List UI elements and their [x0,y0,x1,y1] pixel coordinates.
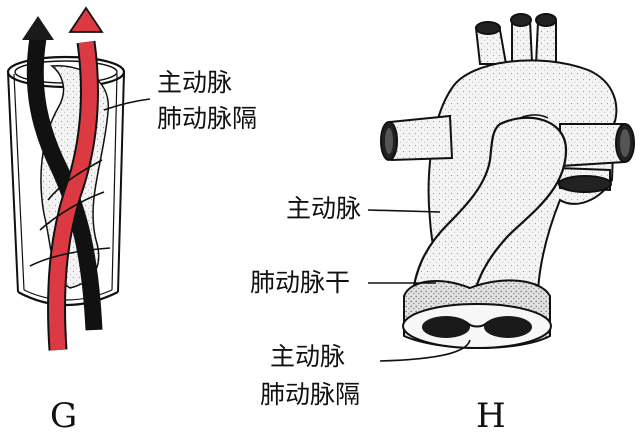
right-pulmonary-artery [560,124,634,166]
label-h-septum: 肺动脉隔 [260,380,360,410]
aorta-lumen [422,316,470,338]
panel-label-h: H [476,398,506,434]
panel-label-g: G [50,398,77,434]
label-g-aorta: 主动脉 [157,68,232,98]
figure-g-drawing [8,8,150,350]
leader-g [104,99,150,110]
label-h-septum-aorta: 主动脉 [270,342,345,372]
label-h-trunk: 肺动脉干 [250,268,350,298]
label-h-aorta: 主动脉 [286,194,361,224]
left-pulmonary-artery [381,116,452,160]
figure-h-drawing [368,14,634,361]
right-branch-opening [558,168,611,192]
pulmonary-lumen [484,316,532,338]
label-g-septum: 肺动脉隔 [157,104,257,134]
arch-branches [476,14,556,64]
